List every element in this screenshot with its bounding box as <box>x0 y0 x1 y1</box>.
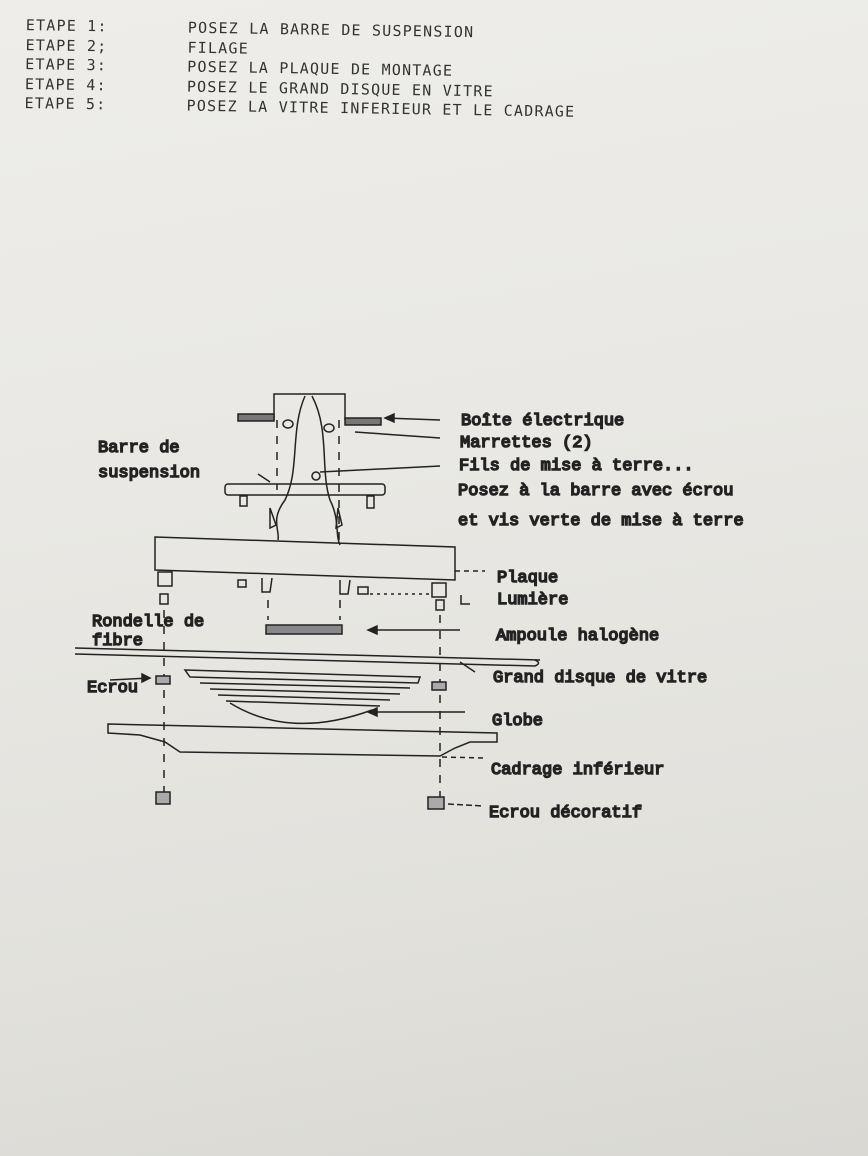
label-ecrou: Ecrou <box>87 679 138 698</box>
label-boite-electrique: Boîte électrique <box>461 412 624 431</box>
label-ampoule: Ampoule halogène <box>496 627 659 646</box>
label-globe: Globe <box>492 712 543 731</box>
label-marrettes: Marrettes (2) <box>460 434 593 453</box>
mounting-plate <box>154 536 485 611</box>
label-cadrage: Cadrage inférieur <box>491 761 664 780</box>
label-barre-1: Barre de <box>98 439 180 458</box>
label-barre-2: suspension <box>98 464 200 483</box>
nuts <box>109 672 485 810</box>
alignment-lines <box>163 420 441 800</box>
label-ecrou-decoratif: Ecrou décoratif <box>489 804 642 823</box>
label-posez-2: et vis verte de mise à terre <box>458 512 744 531</box>
label-rondelle-2: fibre <box>92 632 143 651</box>
electrical-box <box>237 393 441 426</box>
lower-frame <box>107 723 498 759</box>
label-plaque: Plaque <box>497 569 558 588</box>
label-rondelle-1: Rondelle de <box>92 613 204 632</box>
label-posez-1: Posez à la barre avec écrou <box>458 482 733 501</box>
label-grand-disque: Grand disque de vitre <box>493 669 707 688</box>
halogen-bulb <box>265 624 460 636</box>
label-lumiere: Lumière <box>497 591 568 610</box>
label-fils: Fils de mise à terre... <box>459 457 694 476</box>
globe <box>183 669 465 725</box>
glass-disc <box>74 647 541 673</box>
suspension-bar <box>224 473 386 530</box>
